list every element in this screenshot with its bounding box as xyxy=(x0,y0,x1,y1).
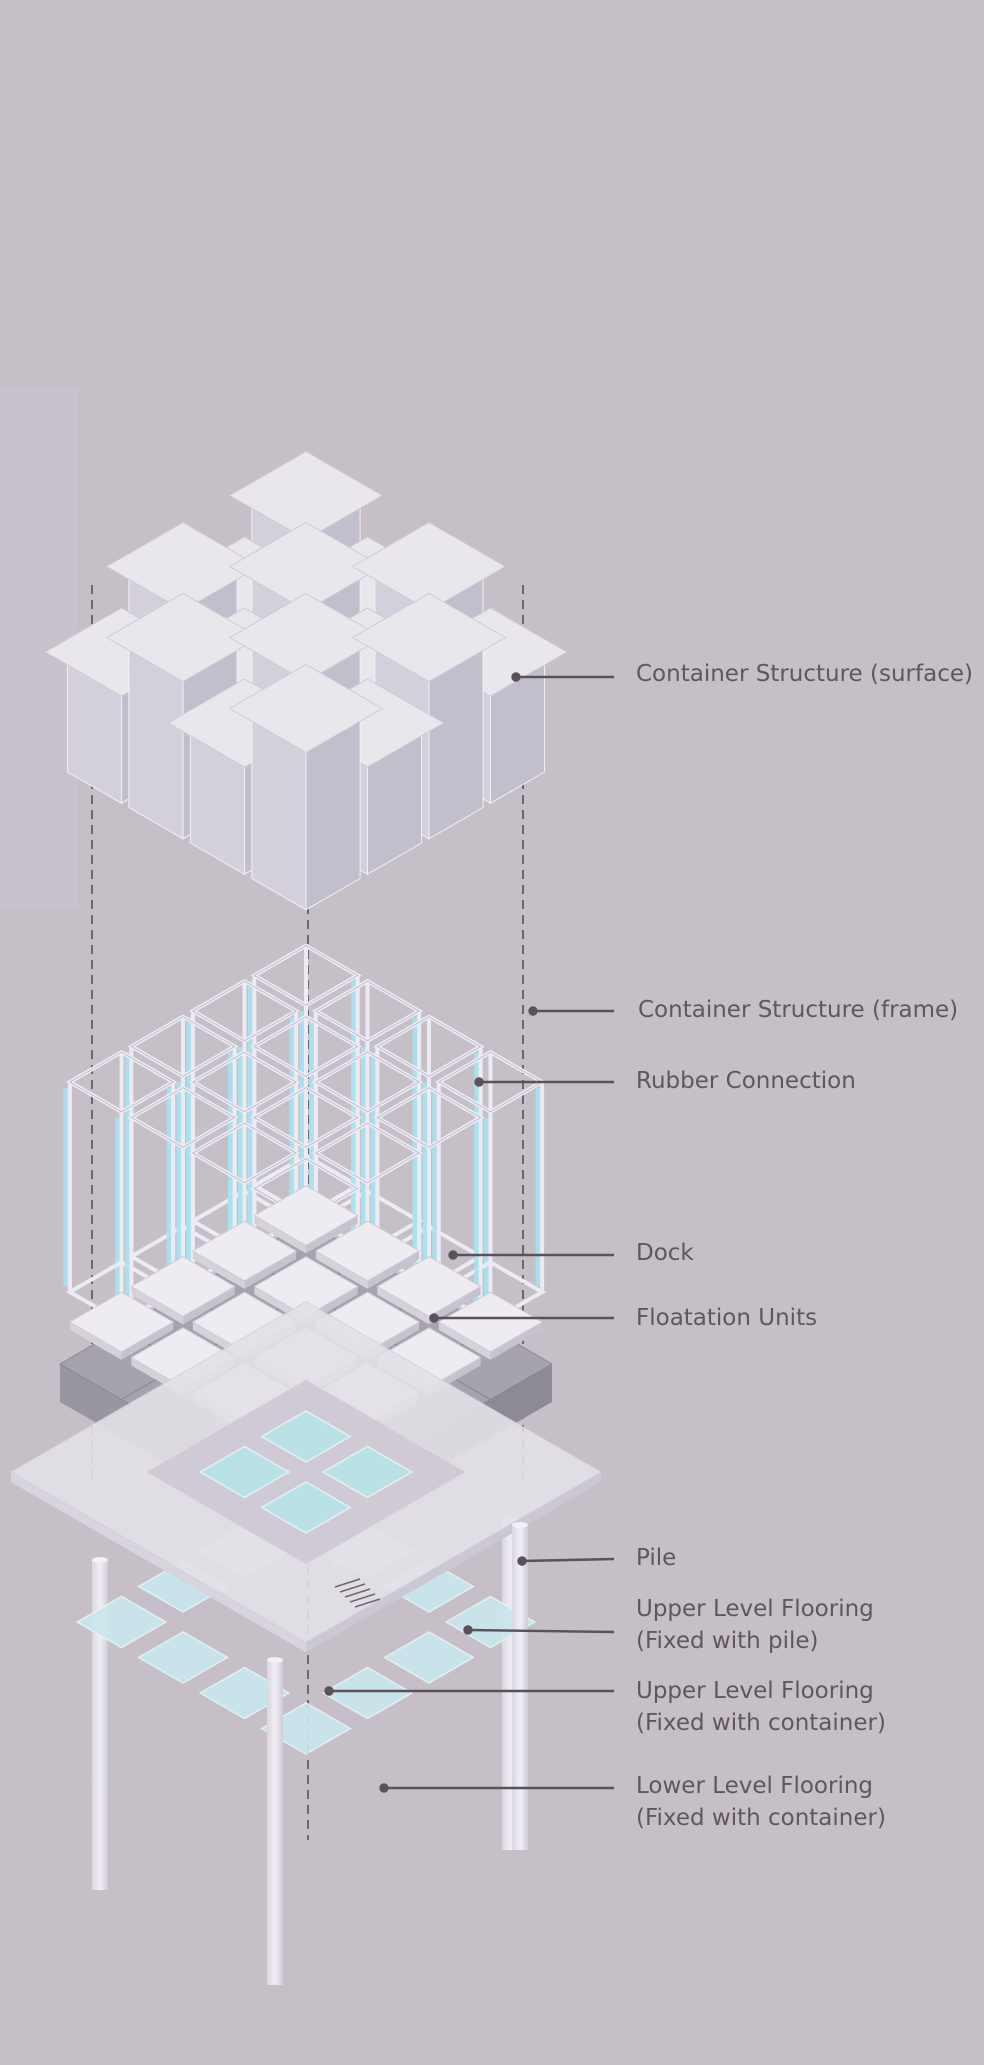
label-dock: Dock xyxy=(636,1240,694,1266)
dock-tile xyxy=(130,1256,236,1317)
upper-level-flooring-container-tile xyxy=(321,1445,414,1499)
frame-top-outline xyxy=(192,1051,297,1113)
upper-flooring-slab-edge xyxy=(10,1472,307,1653)
pile-cap xyxy=(92,1557,108,1563)
flooring-and-piles-layer xyxy=(9,1301,603,1985)
dock-tile-edge xyxy=(254,1215,306,1254)
dock-tile-edge xyxy=(131,1286,184,1325)
pile-cap xyxy=(512,1522,528,1528)
dock-tile-edge xyxy=(121,1322,174,1360)
surface-box-cap xyxy=(228,663,384,754)
lower-level-flooring-tile xyxy=(75,1595,168,1649)
lower-level-flooring-tile xyxy=(383,1631,475,1684)
label-lower-flooring-container-line2: (Fixed with container) xyxy=(636,1805,886,1831)
upper-level-flooring-container-tile xyxy=(260,1481,352,1534)
label-pile: Pile xyxy=(636,1545,677,1571)
dock-tile xyxy=(253,1185,359,1246)
surface-box-cap xyxy=(105,592,261,683)
frame-top-outline xyxy=(253,945,359,1006)
dock-tile-edge xyxy=(183,1286,235,1325)
upper-level-flooring-container-tile xyxy=(198,1445,291,1499)
stair-step xyxy=(339,1583,366,1593)
stair-step xyxy=(354,1598,381,1608)
frame-top-outline xyxy=(315,1051,420,1113)
frame-top-outline xyxy=(192,980,297,1042)
label-container-frame: Container Structure (frame) xyxy=(638,997,959,1023)
label-upper-flooring-pile: Upper Level Flooring (Fixed with pile) xyxy=(636,1593,874,1657)
dock-tile xyxy=(437,1291,544,1353)
surface-box-cap xyxy=(351,592,507,683)
upper-flooring-slab-edge xyxy=(306,1472,602,1653)
dock-tile-edge xyxy=(438,1322,491,1360)
pile xyxy=(512,1525,528,1850)
label-lower-flooring-container: Lower Level Flooring (Fixed with contain… xyxy=(636,1770,886,1834)
label-upper-flooring-container: Upper Level Flooring (Fixed with contain… xyxy=(636,1675,886,1739)
frame-top-outline xyxy=(315,1122,420,1184)
label-rubber-connection: Rubber Connection xyxy=(636,1068,856,1094)
dock-tile-edge xyxy=(315,1251,368,1289)
frame-top-outline xyxy=(315,980,420,1042)
label-upper-flooring-pile-line1: Upper Level Flooring xyxy=(636,1596,874,1622)
container-surface-layer xyxy=(44,450,568,911)
dock-tile-edge xyxy=(69,1322,122,1360)
dock-tile-edge xyxy=(490,1322,543,1360)
frame-top-outline xyxy=(253,1016,359,1077)
stair-step xyxy=(344,1588,371,1598)
pile xyxy=(92,1560,108,1890)
dock-tile-edge xyxy=(192,1251,245,1289)
stair-step xyxy=(334,1578,361,1588)
label-floatation-units: Floatation Units xyxy=(636,1305,818,1331)
frame-top-outline xyxy=(438,1051,543,1113)
leader-lines xyxy=(324,672,615,1793)
dock-tile xyxy=(376,1256,482,1317)
dock-tile-edge xyxy=(244,1251,297,1289)
pile xyxy=(267,1660,283,1985)
label-container-surface: Container Structure (surface) xyxy=(636,661,973,687)
label-upper-flooring-pile-line2: (Fixed with pile) xyxy=(636,1628,819,1654)
lower-level-flooring-tile xyxy=(137,1631,229,1684)
upper-level-flooring-container-tile xyxy=(260,1410,352,1463)
dock-tile-edge xyxy=(306,1215,358,1254)
dock-tile-edge xyxy=(428,1286,481,1325)
frame-top-outline xyxy=(130,1016,236,1077)
frame-top-outline xyxy=(130,1087,236,1148)
upper-flooring-opening xyxy=(145,1379,467,1565)
dock-tile-edge xyxy=(377,1286,429,1325)
stair-step xyxy=(349,1593,376,1603)
dock-tile xyxy=(68,1291,175,1353)
dock-tile-edge xyxy=(367,1251,420,1289)
frame-top-outline xyxy=(376,1087,482,1148)
frame-top-outline xyxy=(69,1051,174,1113)
pile-cap xyxy=(267,1657,283,1663)
frame-top-outline xyxy=(253,1087,359,1148)
dock-tile xyxy=(191,1220,298,1282)
frame-top-outline xyxy=(192,1122,297,1184)
dock-tile xyxy=(314,1220,421,1282)
frame-top-outline xyxy=(376,1016,482,1077)
label-lower-flooring-container-line1: Lower Level Flooring xyxy=(636,1773,874,1799)
label-upper-flooring-container-line1: Upper Level Flooring xyxy=(636,1678,874,1704)
lower-level-flooring-tile xyxy=(321,1666,414,1720)
label-upper-flooring-container-line2: (Fixed with container) xyxy=(636,1710,886,1736)
